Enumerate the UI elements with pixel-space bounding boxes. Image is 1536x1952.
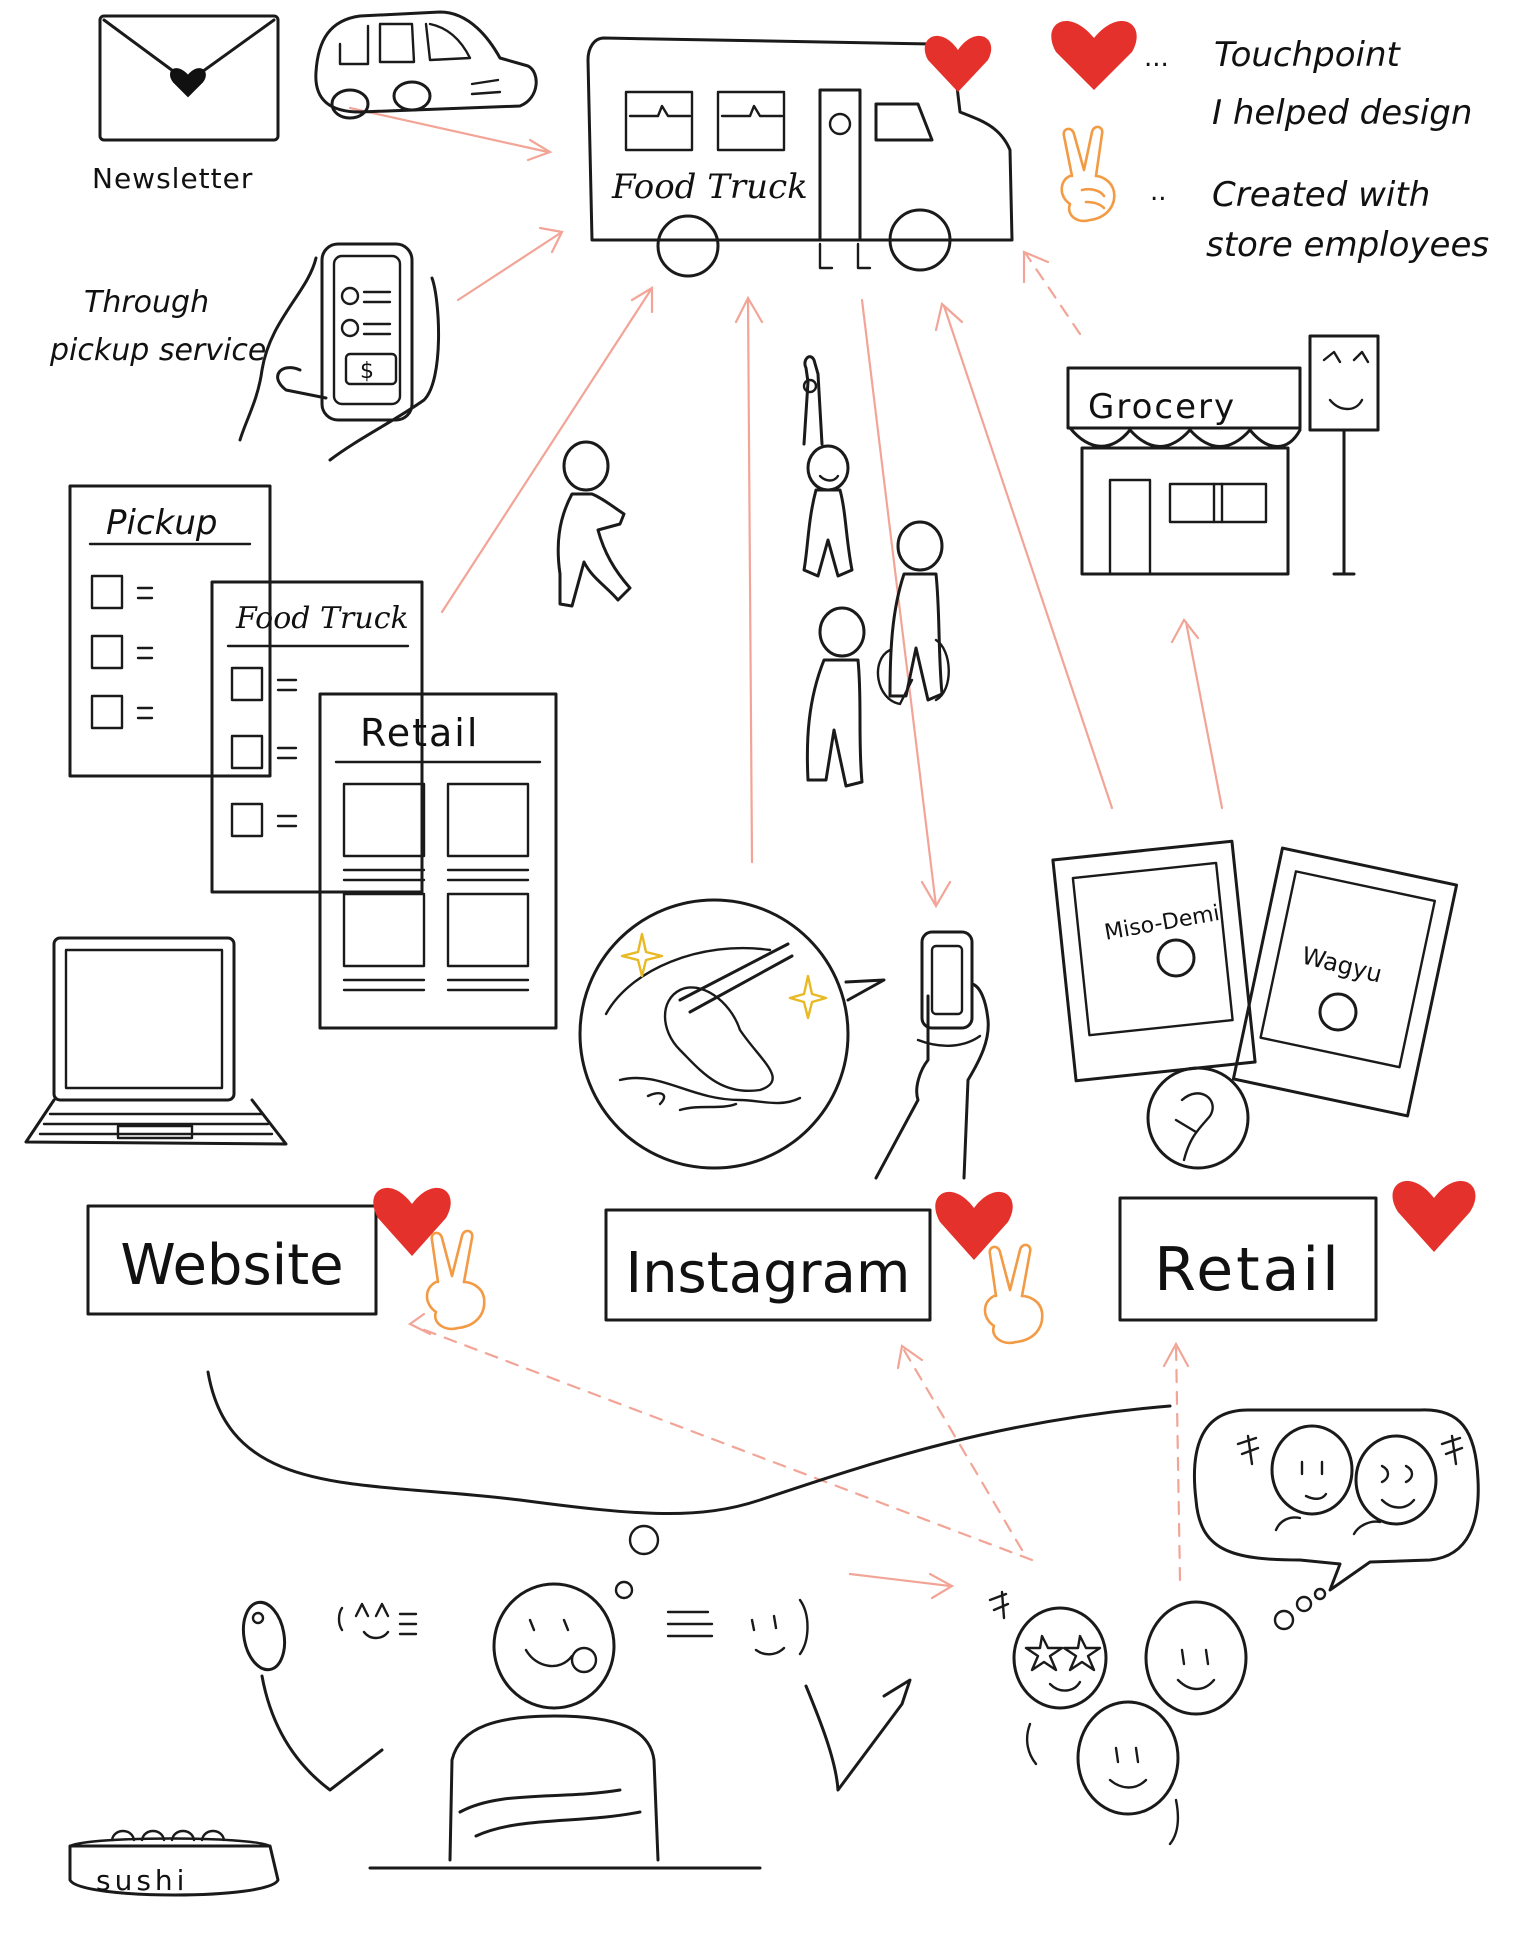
legend-touchpoint-line1: Touchpoint xyxy=(1214,35,1402,75)
heart-icon xyxy=(935,1191,1013,1260)
sushi-platter-icon xyxy=(68,1829,280,1897)
instagram-post-bubble xyxy=(578,898,886,1170)
menu-retail-sheet xyxy=(318,692,558,1030)
arrowhead xyxy=(526,138,553,162)
peace-sign-icon xyxy=(983,1243,1044,1345)
newsletter-envelope-icon xyxy=(98,14,280,142)
legend-peace-sign-icon xyxy=(1060,125,1116,223)
heart-icon xyxy=(924,35,992,92)
chef-person-icon xyxy=(337,1524,809,1870)
retail-package-miso xyxy=(1051,839,1257,1083)
legend-created-dots: .. xyxy=(1150,177,1167,207)
grocery-store-icon xyxy=(1066,334,1380,576)
retail-package-miso-label: Miso-Demi xyxy=(1103,901,1222,946)
menu-pickup-title: Pickup xyxy=(106,503,217,543)
touchpoint-retail-label: Retail xyxy=(1154,1235,1342,1305)
legend-touchpoint-dots: ... xyxy=(1144,43,1169,73)
sparkle-icon xyxy=(788,974,828,1020)
menu-retail-title: Retail xyxy=(360,711,479,755)
menu-food-truck-title: Food Truck xyxy=(235,601,409,636)
pickup-service-label-line2: pickup service xyxy=(49,333,266,368)
conversation-bubble xyxy=(1192,1408,1480,1592)
retail-package-wagyu-label: Wagyu xyxy=(1299,942,1385,989)
sushi-label: sushi xyxy=(96,1864,188,1897)
peace-sign-icon xyxy=(425,1229,486,1331)
heart-icon xyxy=(1392,1180,1476,1252)
people-queue-icon xyxy=(802,355,950,788)
newsletter-label: Newsletter xyxy=(92,162,253,195)
smartphone-in-hand-icon xyxy=(238,242,440,462)
retail-badge-icon xyxy=(1146,1066,1250,1170)
sparkle-icon xyxy=(620,932,664,978)
menu-food-truck-sheet xyxy=(210,580,424,894)
car-icon xyxy=(314,10,538,120)
connecting-curve xyxy=(206,1370,1172,1515)
chef-hands xyxy=(241,1600,912,1792)
walking-person-icon xyxy=(556,440,632,608)
touchpoint-instagram: Instagram xyxy=(604,1208,932,1322)
legend-created-line2: store employees xyxy=(1206,225,1489,265)
grocery-label: Grocery xyxy=(1088,387,1236,427)
laptop-icon xyxy=(24,936,288,1146)
customers-group-icon xyxy=(988,1587,1327,1846)
menu-pickup-sheet xyxy=(68,484,272,778)
retail-package-wagyu xyxy=(1231,846,1459,1118)
hand-holding-phone-icon xyxy=(874,930,990,1180)
touchpoint-instagram-label: Instagram xyxy=(626,1241,911,1306)
food-truck-label: Food Truck xyxy=(611,167,808,207)
touchpoint-retail: Retail xyxy=(1118,1196,1378,1322)
touchpoint-website-label: Website xyxy=(120,1233,343,1298)
payment-symbol: $ xyxy=(360,359,374,384)
arrow-car-to-truck xyxy=(348,106,550,154)
journey-arrows xyxy=(348,106,1224,1600)
touchpoint-website: Website xyxy=(86,1204,378,1316)
legend-heart-icon xyxy=(1051,20,1137,90)
legend: ... Touchpoint I helped design .. Create… xyxy=(1051,20,1489,265)
legend-touchpoint-line2: I helped design xyxy=(1212,93,1472,133)
pickup-service-label-line1: Through xyxy=(84,285,209,320)
legend-created-line1: Created with xyxy=(1212,175,1430,215)
heart-icon xyxy=(373,1187,451,1256)
